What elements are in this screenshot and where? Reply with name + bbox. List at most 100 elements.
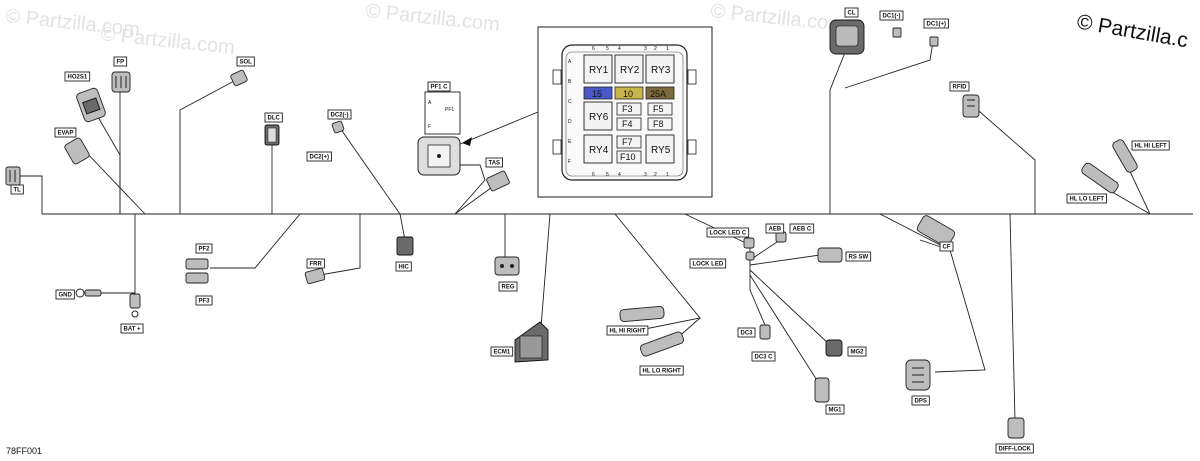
label-dc3: DC3	[737, 327, 756, 338]
mg2-connector-icon	[825, 339, 843, 357]
pins-bottom: 6 5 4 3 2 1	[592, 172, 669, 178]
svg-text:AEB: AEB	[769, 227, 782, 233]
ecm1-connector-icon	[514, 321, 549, 363]
relay-label: RY1	[589, 65, 609, 76]
hl-hi-left-connector-icon	[1112, 139, 1138, 173]
pin-number: 6	[592, 172, 595, 178]
svg-text:PF3: PF3	[199, 299, 211, 305]
fuse-box-inner	[565, 51, 684, 177]
sol-connector-icon	[230, 69, 248, 87]
svg-text:DC1(-): DC1(-)	[883, 14, 901, 20]
fuse-rating: 10	[623, 89, 633, 99]
figure-code: 78FF001	[6, 446, 42, 456]
svg-text:RFID: RFID	[953, 85, 968, 91]
ho2s1-connector-icon	[76, 87, 106, 123]
svg-text:LOCK LED: LOCK LED	[693, 262, 724, 268]
row-letter: A	[568, 59, 572, 65]
rs-sw-connector-icon	[817, 247, 843, 263]
label-fp: FP	[113, 56, 128, 67]
pf1-label: PF1	[445, 107, 454, 113]
clip-icon	[687, 139, 697, 155]
svg-text:DLC: DLC	[268, 116, 281, 122]
svg-text:HL LO RIGHT: HL LO RIGHT	[643, 369, 682, 375]
wire-rs-sw	[749, 254, 821, 266]
svg-text:BAT +: BAT +	[124, 327, 142, 333]
wire-rfid	[971, 104, 1036, 214]
label-cf: CF	[939, 241, 954, 252]
pins-top: 6 5 4 3 2 1	[592, 46, 669, 52]
row-letter: E	[568, 139, 572, 145]
relay-label: RY2	[620, 65, 640, 76]
mini-fuses: F3 F5 F4 F8 F7 F10	[616, 102, 673, 164]
relay-ry6: RY6	[583, 101, 613, 131]
label-hl-hi-left: HL HI LEFT	[1131, 140, 1170, 151]
pin-number: 2	[654, 46, 657, 52]
pin-number: 6	[592, 46, 595, 52]
fuse-label: F7	[622, 137, 633, 147]
wire-tas	[454, 184, 496, 215]
relay-ry1: RY1	[583, 54, 613, 84]
lock-led-connector-icon	[743, 237, 755, 261]
hic-connector-icon	[396, 236, 414, 256]
relay-ry2: RY2	[614, 54, 644, 84]
hl-lo-left-connector-icon	[1081, 162, 1119, 194]
harness-wires	[20, 41, 1193, 421]
dlc-connector-icon	[264, 124, 280, 146]
svg-text:SOL: SOL	[240, 60, 253, 66]
aeb-connector-icon	[775, 231, 787, 243]
connector-icons	[5, 19, 1138, 439]
svg-text:DC2(-): DC2(-)	[331, 113, 349, 119]
dps-connector-icon	[905, 359, 931, 391]
label-pf1c: PF1 C	[427, 81, 451, 92]
fp-connector-icon	[111, 71, 131, 93]
fuse-box-inset: 6 5 4 3 2 1 6 5 4 3 2 1 A B C D E F RY1	[457, 26, 713, 198]
pf1-fuse-holder: A F PF1	[417, 91, 461, 176]
svg-text:CL: CL	[848, 11, 856, 17]
label-frr: FRR	[306, 258, 325, 269]
label-dc2-plus: DC2(+)	[306, 151, 332, 162]
clip-icon	[687, 69, 697, 85]
label-aeb: AEB	[765, 223, 785, 234]
label-mg2: MG2	[847, 346, 867, 357]
svg-text:ECM1: ECM1	[494, 350, 511, 356]
wire-evap	[83, 149, 146, 215]
pin-number: 3	[644, 46, 647, 52]
corner-watermark: © Partzilla.c	[1075, 10, 1190, 52]
relay-ry5: RY5	[645, 134, 675, 164]
svg-text:DPS: DPS	[915, 399, 927, 405]
tl-connector-icon	[5, 166, 21, 186]
label-gnd: GND	[55, 289, 75, 300]
diff-lock-connector-icon	[1007, 417, 1025, 439]
hl-hi-right-connector-icon	[619, 305, 665, 323]
pf1-f-label: F	[428, 124, 431, 130]
wire-frr	[319, 214, 361, 276]
svg-text:REG: REG	[502, 285, 515, 291]
label-dlc: DLC	[264, 112, 283, 123]
label-pf2: PF2	[195, 243, 213, 254]
frr-connector-icon	[304, 267, 326, 285]
label-dps: DPS	[911, 395, 930, 406]
label-dc2-minus: DC2(-)	[327, 109, 352, 120]
svg-text:DC3: DC3	[741, 331, 754, 337]
component-labels: TL EVAP HO2S1 FP SOL DLC DC2(-) DC2(+) P…	[10, 7, 1170, 454]
watermark: © Partzilla.com	[364, 0, 500, 36]
wire-ecm1	[539, 213, 551, 341]
pin-number: 5	[606, 172, 609, 178]
svg-text:FRR: FRR	[310, 262, 323, 268]
gnd-ring-icon	[75, 288, 102, 298]
svg-text:HL LO LEFT: HL LO LEFT	[1070, 197, 1105, 203]
pin-number: 4	[618, 172, 621, 178]
label-lock-led: LOCK LED	[689, 258, 727, 269]
row-letter: B	[568, 79, 572, 85]
tas-connector-icon	[486, 170, 510, 192]
evap-connector-icon	[64, 137, 90, 165]
label-rfid: RFID	[949, 81, 970, 92]
colored-fuses: 15 10 25A	[583, 86, 675, 100]
fuse-label: F3	[622, 104, 633, 114]
label-aeb-c: AEB C	[789, 223, 815, 234]
pin-number: 5	[606, 46, 609, 52]
label-cl: CL	[844, 7, 859, 18]
svg-text:DC1(+): DC1(+)	[927, 22, 947, 28]
clip-icon	[552, 139, 562, 155]
label-dc1-plus: DC1(+)	[923, 18, 949, 29]
